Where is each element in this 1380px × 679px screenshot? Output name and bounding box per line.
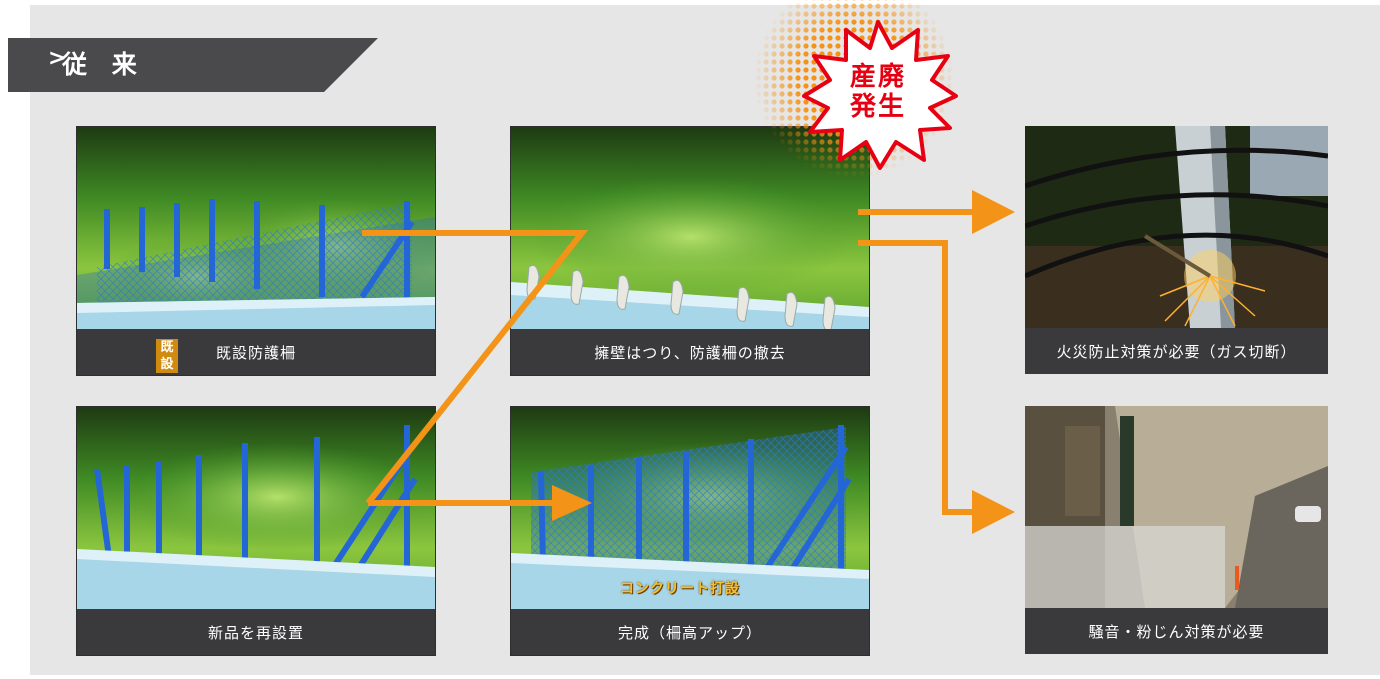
card-existing-fence: 既設 既設防護柵 [76, 126, 436, 376]
gas-cutting-photo [1025, 126, 1328, 328]
breaking-work-photo [1025, 406, 1328, 608]
burst-line-2: 発生 [849, 92, 906, 122]
caption-removal: 擁壁はつり、防護柵の撤去 [594, 344, 786, 362]
chevron-right-icon: > [48, 46, 67, 71]
card-fire-prevention: 火災防止対策が必要（ガス切断） [1025, 126, 1328, 374]
complete-illustration [511, 407, 869, 609]
card-noise-dust: 騒音・粉じん対策が必要 [1025, 406, 1328, 654]
existing-label: 既設 [156, 339, 178, 373]
removal-illustration [511, 127, 869, 329]
caption-noise-dust: 騒音・粉じん対策が必要 [1088, 623, 1265, 641]
caption-reinstall: 新品を再設置 [207, 624, 304, 642]
card-complete: 完成（柵高アップ） [510, 406, 870, 656]
header-tab [8, 38, 378, 92]
card-reinstall: 新品を再設置 [76, 406, 436, 656]
waste-generation-label: 産廃 発生 [838, 62, 918, 122]
caption-complete: 完成（柵高アップ） [617, 624, 762, 642]
existing-fence-illustration [77, 127, 435, 329]
reinstall-illustration [77, 407, 435, 609]
burst-line-1: 産廃 [849, 62, 906, 92]
page-title: 従 来 [62, 50, 145, 79]
caption-existing-fence: 既設防護柵 [215, 344, 296, 362]
card-removal: 擁壁はつり、防護柵の撤去 [510, 126, 870, 376]
caption-fire-prevention: 火災防止対策が必要（ガス切断） [1056, 343, 1297, 361]
concrete-pour-label: コンクリート打設 [620, 581, 740, 597]
